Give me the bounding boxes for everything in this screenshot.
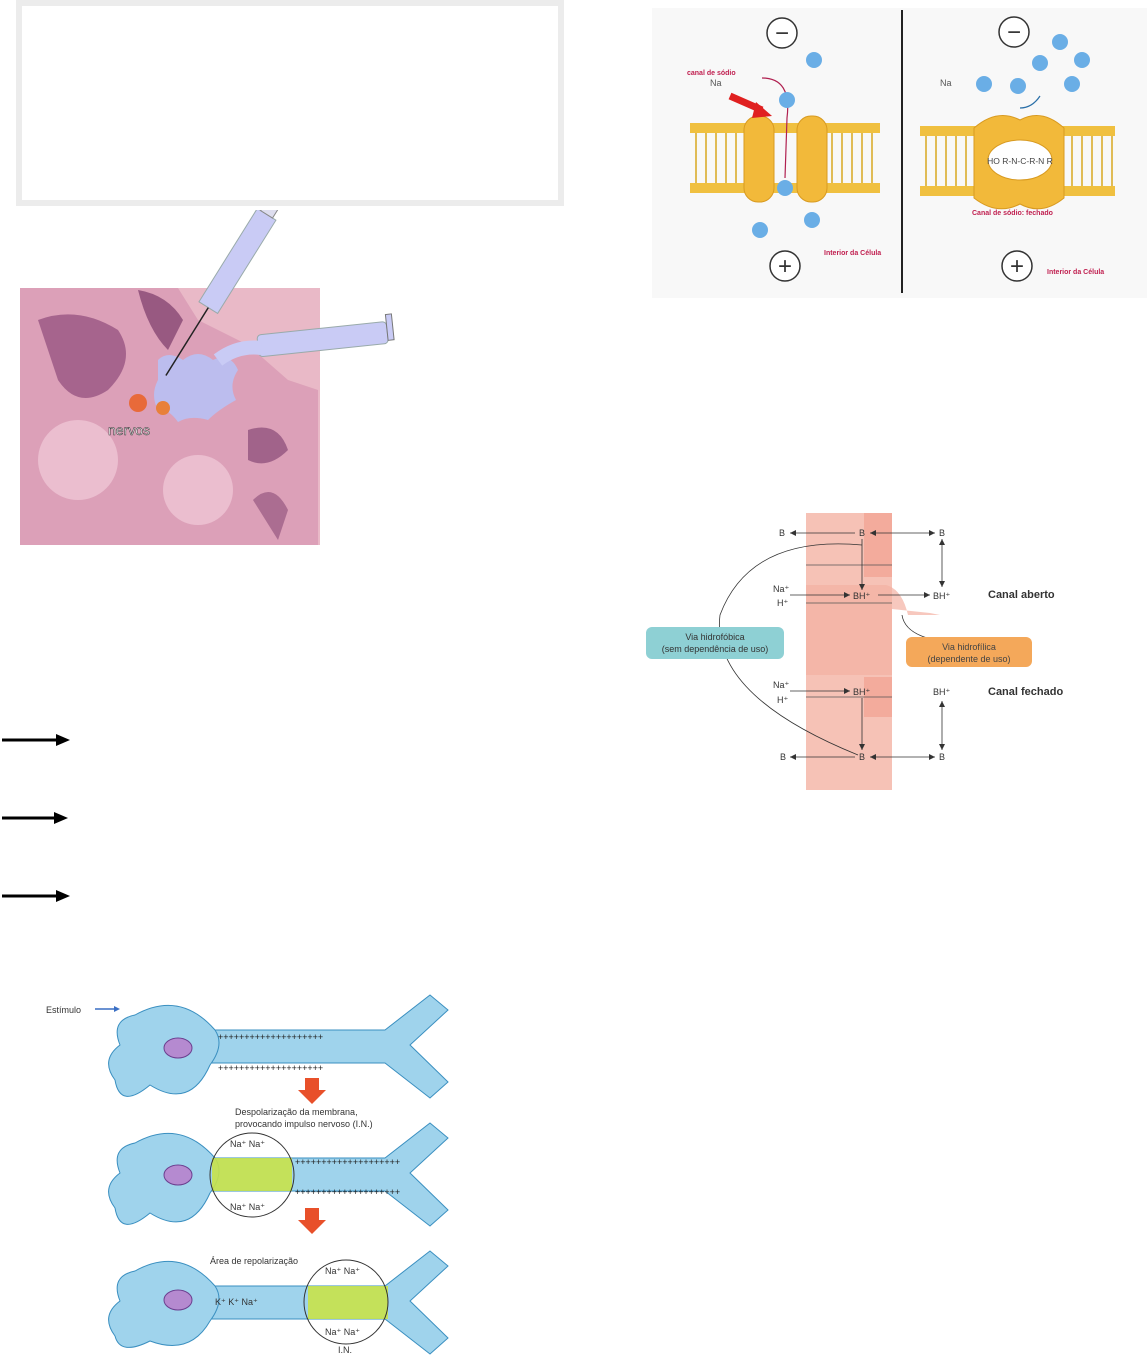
sodium-ion [752, 222, 768, 238]
bh-label: BH⁺ [933, 591, 951, 601]
neuron-repolarizing: Área de repolarização Na⁺ Na⁺ Na⁺ Na⁺ K⁺… [108, 1250, 449, 1355]
b-label: B [780, 752, 786, 762]
minus-sign: − [1007, 19, 1021, 46]
hydrophilic-title: Via hidrofílica [942, 642, 996, 652]
charge-row: ++++++++++++++++++++ [218, 1032, 323, 1042]
sodium-channel-figure: − + canal de sódio Na Interior da Célula… [652, 8, 1147, 298]
sodium-ion [976, 76, 992, 92]
hydrophobic-pathway-box [646, 627, 784, 659]
depolarized-segment [308, 1286, 388, 1319]
nucleus [163, 1289, 193, 1311]
h-label: H⁺ [777, 695, 788, 705]
sodium-ion [806, 52, 822, 68]
cell-interior-label: Interior da Célula [1047, 269, 1104, 276]
syringe-top [165, 210, 281, 376]
sodium-ion [1074, 52, 1090, 68]
minus-sign: − [775, 20, 789, 47]
bh-label: BH⁺ [853, 591, 871, 601]
nerves-label: nervos [108, 422, 150, 438]
closed-channel-label: Canal fechado [988, 686, 1063, 698]
hydrophilic-subtitle: (dependente de uso) [927, 654, 1010, 664]
hydrophobic-title: Via hidrofóbica [685, 632, 744, 642]
empty-text-box [16, 0, 564, 206]
syringe-right [213, 313, 395, 366]
sodium-ion [779, 92, 795, 108]
hydrophobic-subtitle: (sem dependência de uso) [662, 644, 769, 654]
nerve-dot [156, 401, 170, 415]
zoom-circle [209, 1132, 295, 1218]
down-arrow [298, 1220, 326, 1234]
na-ion-label: Na [940, 78, 952, 88]
anesthetic-spread [154, 354, 238, 422]
sodium-ion [1064, 76, 1080, 92]
nerve-dot [129, 394, 147, 412]
bullet-arrows [2, 734, 70, 902]
sodium-channel-label: canal de sódio [687, 70, 736, 77]
down-arrow [298, 1090, 326, 1104]
cell-interior-label: Interior da Célula [824, 250, 881, 257]
bh-label: BH⁺ [853, 687, 871, 697]
sodium-ion [1032, 55, 1048, 71]
anesthetic-formula: HO R-N-C-R-N R [987, 156, 1053, 166]
na-label: Na⁺ [773, 584, 790, 594]
depolarization-line1: Despolarização da membrana, [235, 1107, 358, 1117]
nucleus [163, 1037, 193, 1059]
sodium-ion [777, 180, 793, 196]
plus-sign: + [1010, 253, 1024, 280]
charge-row: ++++++++++++++++++++ [218, 1063, 323, 1073]
svg-text:Na⁺ Na⁺: Na⁺ Na⁺ [325, 1327, 360, 1337]
depolarization-line2: provocando impulso nervoso (I.N.) [235, 1119, 373, 1129]
closed-channel-panel: − + Na HO R-N-C-R-N R Canal de sódio: fe… [920, 16, 1115, 282]
bh-label: BH⁺ [933, 687, 951, 697]
b-label: B [779, 528, 785, 538]
closed-channel-label: Canal de sódio: fechado [972, 210, 1053, 217]
h-label: H⁺ [777, 598, 788, 608]
neuron-resting: ++++++++++++++++++++ +++++++++++++++++++… [108, 994, 449, 1099]
nerve-impulse-figure: Estímulo ++++++++++++++++++++ ++++++++++… [46, 994, 449, 1355]
svg-text:Na⁺ Na⁺: Na⁺ Na⁺ [325, 1266, 360, 1276]
charge-row: ++++++++++++++++++++ [295, 1187, 400, 1197]
b-label: B [859, 528, 865, 538]
sodium-ion [1052, 34, 1068, 50]
channel-protein [796, 115, 828, 203]
na-ion-label: Na [710, 78, 722, 88]
b-label: B [939, 752, 945, 762]
svg-text:Na⁺ Na⁺: Na⁺ Na⁺ [230, 1139, 265, 1149]
nerve-impulse-label: I.N. [338, 1345, 352, 1355]
nucleus [163, 1164, 193, 1186]
channel-protein [743, 115, 775, 203]
neuron-depolarized: Na⁺ Na⁺ Na⁺ Na⁺ ++++++++++++++++++++ +++… [108, 1122, 449, 1227]
b-label: B [939, 528, 945, 538]
arrow-icon [2, 890, 70, 902]
sodium-ion [1010, 78, 1026, 94]
stimulus-arrow [114, 1006, 120, 1012]
sodium-ion [804, 212, 820, 228]
open-channel-label: Canal aberto [988, 589, 1055, 601]
na-label: Na⁺ [773, 680, 790, 690]
hydrophilic-pathway-box [906, 637, 1032, 667]
plus-sign: + [778, 253, 792, 280]
stimulus-label: Estímulo [46, 1005, 81, 1015]
repolarization-label: Área de repolarização [210, 1256, 298, 1266]
svg-text:Na⁺ Na⁺: Na⁺ Na⁺ [230, 1202, 265, 1212]
arrow-icon [2, 812, 68, 824]
anesthetic-pathway-figure: B B B BH⁺ BH⁺ Na⁺ H⁺ Na⁺ H⁺ BH⁺ BH⁺ B B … [646, 513, 1063, 790]
open-channel-panel: − + canal de sódio Na Interior da Célula [687, 17, 881, 282]
local-anesthesia-figure: nervos [20, 210, 395, 545]
zoom-circle [303, 1259, 389, 1345]
arrow-icon [2, 734, 70, 746]
b-label: B [859, 752, 865, 762]
ion-row: K⁺ K⁺ Na⁺ [215, 1297, 258, 1307]
charge-row: ++++++++++++++++++++ [295, 1157, 400, 1167]
depolarized-segment [212, 1158, 292, 1191]
